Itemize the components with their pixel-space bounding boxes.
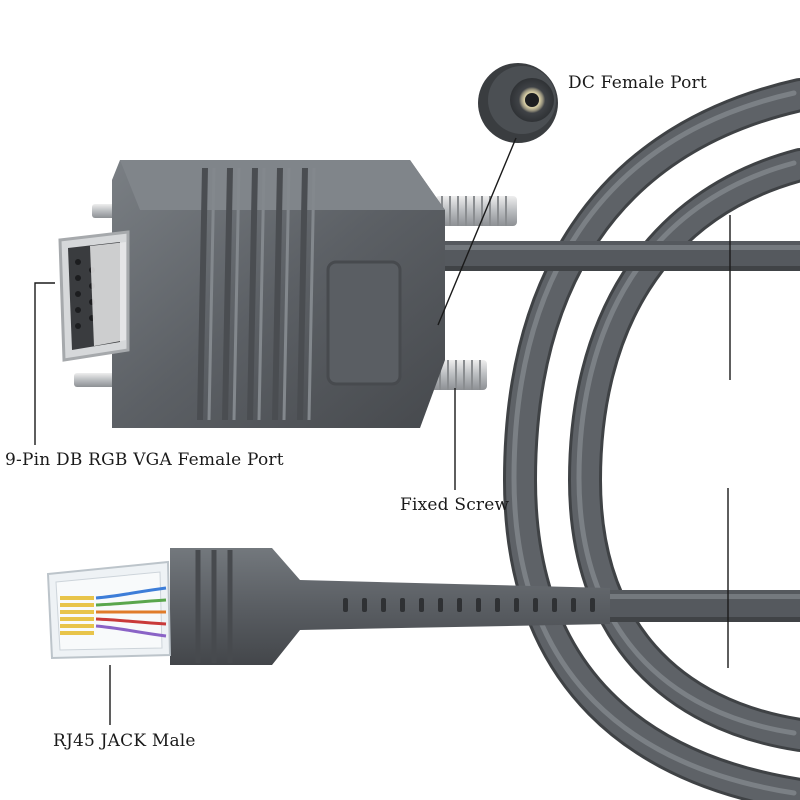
cable-rj45-run — [600, 590, 800, 622]
label-fixed-screw: Fixed Screw — [400, 495, 510, 515]
label-dc-female-port: DC Female Port — [568, 73, 707, 93]
cable-db9-run — [440, 241, 800, 271]
dc-jack — [478, 63, 558, 143]
db9-thumbscrew-top — [435, 196, 517, 226]
db9-connector — [58, 160, 517, 428]
label-db9-port: 9-Pin DB RGB VGA Female Port — [5, 450, 284, 470]
rj45-connector — [46, 548, 610, 665]
cable-coil — [502, 78, 800, 800]
leader-lines — [34, 137, 731, 725]
leader-dc — [437, 137, 517, 326]
leader-db9 — [34, 282, 55, 445]
label-rj45-jack: RJ45 JACK Male — [53, 731, 196, 751]
